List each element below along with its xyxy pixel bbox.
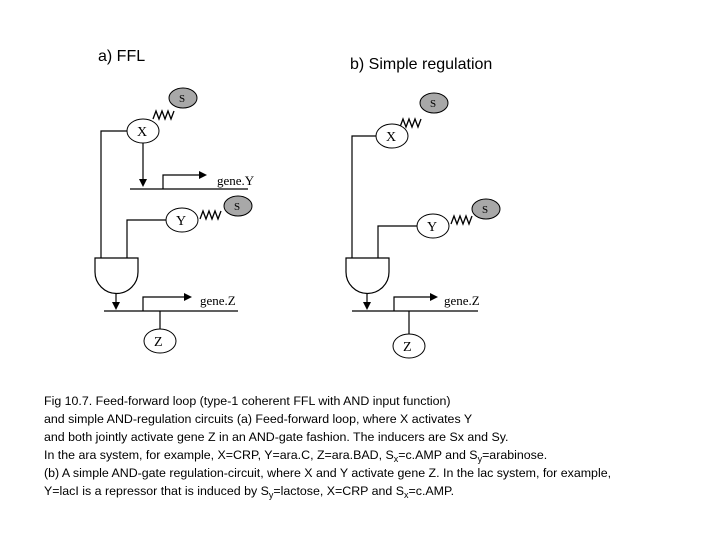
ffl-panel-title: a) FFL — [98, 48, 145, 65]
simple-sy-label: S — [482, 204, 488, 216]
caption-line-3: and both jointly activate gene Z in an A… — [44, 430, 509, 444]
caption-line-6: Y=lacI is a repressor that is induced by… — [44, 482, 714, 500]
simple-panel: b) Simple regulation S X Y S — [345, 56, 501, 359]
simple-sx-label: S — [430, 98, 436, 110]
caption-line-1: Fig 10.7. Feed-forward loop (type-1 cohe… — [44, 394, 451, 408]
simple-z-label: Z — [403, 340, 412, 355]
ffl-sy-circle — [223, 195, 253, 217]
figure-caption: Fig 10.7. Feed-forward loop (type-1 cohe… — [44, 392, 714, 500]
caption-line-6-part-a: Y=lacI is a repressor that is induced by… — [44, 484, 269, 498]
ffl-sy-label: S — [234, 201, 240, 213]
simple-sy-circle — [471, 198, 501, 220]
ffl-geneY-label: gene.Y — [217, 173, 255, 188]
simple-sy-inducer: S — [450, 198, 501, 226]
caption-line-4-subscript-y: y — [477, 454, 483, 464]
caption-line-2: and simple AND-regulation circuits (a) F… — [44, 412, 473, 426]
simple-x-to-gate-wire — [351, 135, 376, 258]
ffl-z-label: Z — [154, 335, 163, 350]
ffl-geneY: gene.Y — [130, 171, 255, 190]
simple-y-label: Y — [427, 220, 437, 235]
ffl-panel: a) FFL S X gene.Y Y S — [94, 48, 255, 354]
caption-line-4: In the ara system, for example, X=CRP, Y… — [44, 446, 714, 464]
caption-line-4-part-b: =c.AMP and S — [398, 448, 478, 462]
simple-geneZ-promoter-arrow — [393, 293, 438, 311]
caption-line-4-part-a: In the ara system, for example, X=CRP, Y… — [44, 448, 394, 462]
simple-panel-title: b) Simple regulation — [350, 56, 492, 73]
ffl-x-label: X — [137, 125, 147, 140]
simple-z-node: Z — [392, 333, 426, 359]
ffl-y-to-gate-wire — [126, 219, 166, 258]
ffl-y-label: Y — [176, 214, 186, 229]
simple-sx-inducer: S — [399, 92, 449, 129]
ffl-geneY-promoter-arrow — [162, 171, 207, 189]
caption-line-5: (b) A simple AND-gate regulation-circuit… — [44, 466, 612, 480]
ffl-and-gate — [94, 257, 139, 295]
simple-and-gate — [345, 257, 390, 295]
caption-line-6-part-b: =lactose, X=CRP and S — [273, 484, 405, 498]
ffl-x-to-gate-wire — [100, 130, 127, 258]
ffl-sx-label: S — [179, 93, 185, 105]
ffl-geneZ-label: gene.Z — [200, 293, 236, 308]
simple-y-to-gate-wire — [377, 225, 417, 258]
ffl-sy-inducer: S — [199, 195, 253, 221]
ffl-x-node: X — [126, 118, 160, 144]
simple-sx-circle — [419, 92, 449, 114]
ffl-sx-circle — [168, 87, 198, 109]
simple-x-label: X — [386, 130, 396, 145]
ffl-y-node: Y — [165, 207, 199, 233]
caption-line-4-part-c: =arabinose. — [482, 448, 548, 462]
ffl-geneZ: gene.Z — [104, 293, 238, 312]
ffl-sx-inducer: S — [152, 87, 198, 121]
ffl-geneZ-promoter-arrow — [142, 293, 192, 311]
simple-geneZ: gene.Z — [352, 293, 480, 312]
ffl-z-node: Z — [143, 328, 177, 354]
caption-line-6-subscript-x: x — [404, 490, 409, 500]
caption-line-6-subscript-y: y — [268, 490, 274, 500]
caption-line-6-part-c: =c.AMP. — [408, 484, 455, 498]
caption-line-4-subscript-x: x — [393, 454, 399, 464]
simple-y-node: Y — [416, 213, 450, 239]
simple-x-node: X — [375, 123, 409, 149]
simple-geneZ-label: gene.Z — [444, 293, 480, 308]
